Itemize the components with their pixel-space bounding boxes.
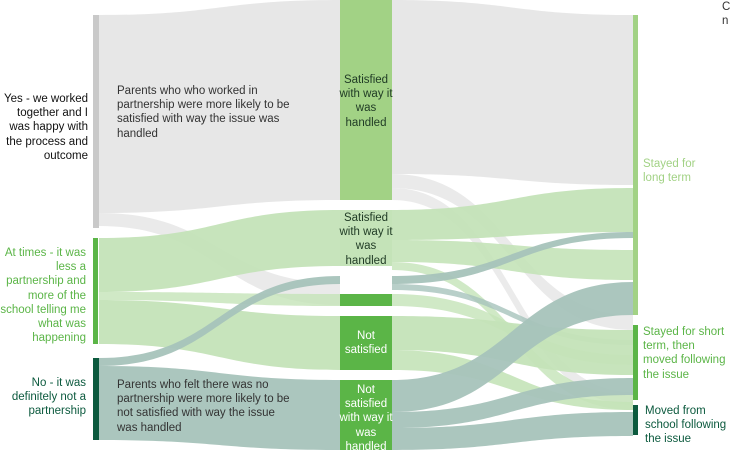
node-not-satisfied-1 <box>340 316 392 370</box>
node-moved <box>633 405 638 435</box>
link-attimes-satisfied2 <box>99 210 340 292</box>
link-sat1-long <box>392 0 633 185</box>
link-notsat2-moved <box>392 412 633 450</box>
left-label-no: No - it was definitely not a partnership <box>11 377 86 418</box>
node-at-times <box>93 238 98 344</box>
link-yes-satisfied1 <box>99 0 340 213</box>
link-attimes-notsat1 <box>99 300 340 370</box>
link-notsat2-long <box>392 282 633 412</box>
node-small-green <box>340 294 392 306</box>
right-label-moved: Moved from school following the issue <box>645 405 727 446</box>
sankey-links <box>99 0 633 450</box>
node-yes <box>93 15 99 228</box>
node-satisfied-1 <box>340 0 392 200</box>
link-notsat1-moved <box>392 350 633 410</box>
annotation-bottom: Parents who felt there was no partnershi… <box>117 379 290 434</box>
link-cross-teal <box>392 232 633 284</box>
node-short-term <box>633 325 638 400</box>
node-not-satisfied-2 <box>340 380 392 450</box>
node-no <box>93 358 99 440</box>
middle-label-not-satisfied-1: Not satisfied <box>344 330 388 357</box>
link-no-notsat2 <box>99 366 340 450</box>
link-sat1-moved <box>392 188 633 405</box>
link-attimes-small <box>99 292 340 306</box>
middle-label-not-satisfied-2: Not satisfied with way it was handled <box>339 384 393 453</box>
middle-label-satisfied-2: Satisfied with way it was handled <box>339 212 393 267</box>
right-label-long-term: Stayed for long term <box>643 158 696 185</box>
link-cross-teal-2 <box>392 284 633 345</box>
sankey-nodes <box>93 0 638 450</box>
middle-label-satisfied-1: Satisfied with way it was handled <box>339 74 393 129</box>
node-long-term <box>633 15 638 315</box>
link-no-satisfied2-cross <box>99 276 340 366</box>
annotation-top: Parents who who worked in partnership we… <box>117 85 290 140</box>
right-label-short-term: Stayed for short term, then moved follow… <box>643 326 726 381</box>
node-satisfied-2 <box>340 210 392 266</box>
left-label-at-times: At times - it was less a partnership and… <box>0 247 86 345</box>
left-label-yes: Yes - we worked together and I was happy… <box>4 93 88 162</box>
cutoff-text: C n <box>722 1 731 28</box>
link-notsat2-short <box>392 378 633 428</box>
link-sat2-long <box>392 188 633 240</box>
